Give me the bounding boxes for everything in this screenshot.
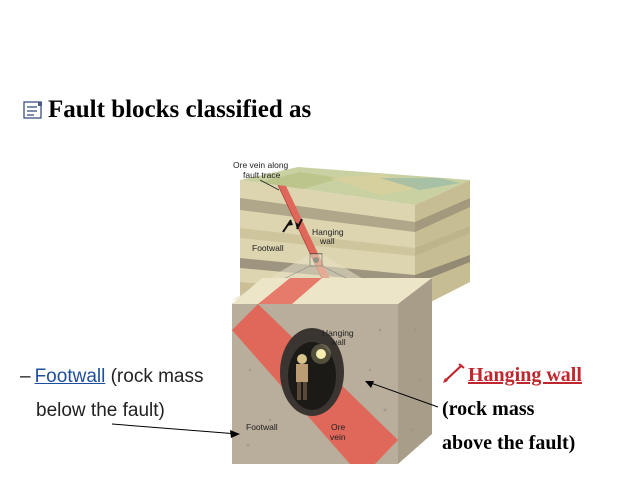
ore-vein-label-2: fault trace	[243, 170, 281, 180]
inset-block: Hanging wall Footwall Ore vein	[232, 278, 432, 464]
bullet-icon	[23, 101, 42, 119]
inset-hanging-wall-label: Hanging	[322, 328, 354, 338]
hanging-wall-label: Hanging wall (rock mass above the fault)	[442, 358, 582, 460]
hanging-wall-desc-1: (rock mass	[442, 398, 535, 420]
inset-hanging-wall-label-2: wall	[330, 337, 346, 347]
inset-footwall-label: Footwall	[246, 422, 278, 432]
inset-ore-label: Ore	[331, 422, 345, 432]
hanging-wall-link[interactable]: Hanging wall	[468, 364, 582, 386]
top-hanging-wall-label: Hanging	[312, 227, 344, 237]
footwall-label: –Footwall (rock mass below the fault)	[20, 360, 204, 428]
slide-heading: Fault blocks classified as	[22, 96, 311, 124]
pencil-icon	[443, 363, 465, 383]
footwall-desc-2: below the fault)	[36, 400, 165, 421]
heading-text: Fault blocks classified as	[48, 96, 312, 123]
top-footwall-label: Footwall	[252, 243, 284, 253]
ore-vein-label: Ore vein along	[233, 160, 289, 170]
top-hanging-wall-label-2: wall	[319, 236, 335, 246]
miner-figure	[296, 354, 308, 400]
inset-ore-label-2: vein	[330, 432, 346, 442]
footwall-desc-1: (rock mass	[105, 366, 204, 387]
hanging-wall-desc-2: above the fault)	[442, 432, 576, 454]
footwall-link[interactable]: Footwall	[34, 366, 106, 387]
pointer-arrows	[111, 381, 439, 438]
dash: –	[20, 366, 31, 387]
